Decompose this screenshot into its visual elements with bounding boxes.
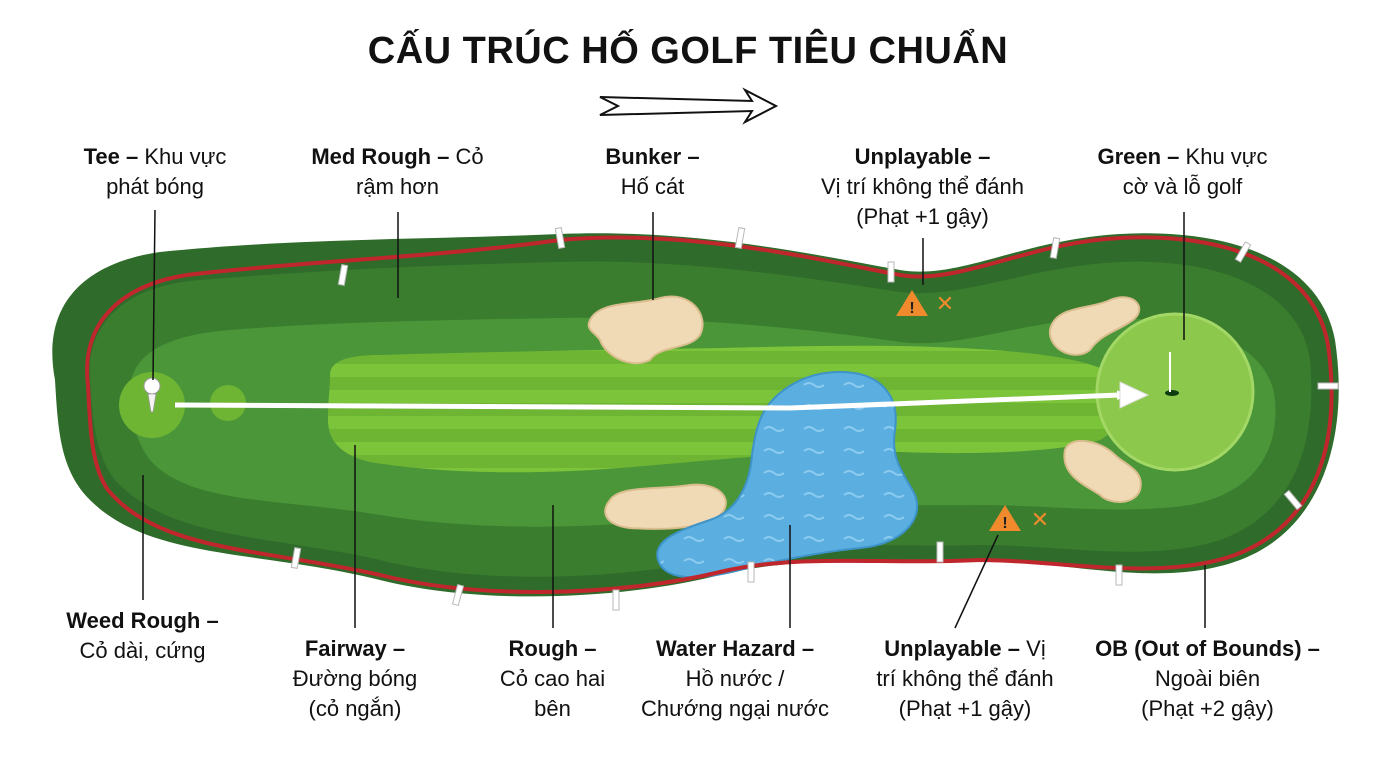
label-bunker: Bunker – Hố cát	[560, 142, 745, 202]
label-weed-rough-l2: Cỏ dài, cứng	[79, 638, 206, 663]
label-unplayable-bottom-l2: trí không thể đánh	[876, 666, 1054, 691]
bunker-green-top	[1048, 296, 1141, 356]
label-bunker-bold: Bunker –	[605, 144, 700, 169]
label-med-rough-l2: rậm hơn	[356, 174, 439, 199]
label-ob-bold: OB (Out of Bounds) –	[1095, 636, 1320, 661]
label-green-l2: cờ và lỗ golf	[1122, 174, 1243, 199]
svg-text:!: !	[909, 300, 914, 317]
label-unplayable-top-l3: (Phạt +1 gậy)	[856, 204, 989, 229]
shot-path-arrow	[174, 390, 1127, 411]
label-water-hazard: Water Hazard – Hồ nước / Chướng ngại nướ…	[615, 634, 855, 724]
label-ob: OB (Out of Bounds) – Ngoài biên (Phạt +2…	[1075, 634, 1340, 724]
tee-peg-icon	[147, 393, 157, 413]
label-fairway: Fairway – Đường bóng (cỏ ngắn)	[255, 634, 455, 724]
label-unplayable-bottom-bold: Unplayable –	[884, 636, 1021, 661]
label-unplayable-bottom-l3: (Phạt +1 gậy)	[898, 696, 1032, 721]
label-unplayable-top: Unplayable – Vị trí không thể đánh (Phạt…	[780, 142, 1065, 232]
leader-unplayable-bottom	[954, 534, 999, 629]
ob-stake	[451, 583, 465, 607]
label-unplayable-bottom-l1: Vị	[1026, 636, 1046, 661]
bunker-green-bottom	[1063, 439, 1142, 503]
label-unplayable-top-l2: Vị trí không thể đánh	[820, 174, 1025, 199]
ob-stake	[747, 561, 755, 583]
water-hazard-area	[656, 370, 919, 579]
bunker-top	[587, 295, 704, 365]
label-tee-l2: phát bóng	[106, 174, 204, 199]
ob-stake	[734, 227, 746, 249]
ob-boundary-line	[85, 235, 1334, 594]
label-water-hazard-l2: Hồ nước /	[685, 666, 785, 691]
label-weed-rough: Weed Rough – Cỏ dài, cứng	[30, 606, 255, 666]
ob-stake	[1283, 489, 1303, 511]
label-water-hazard-bold: Water Hazard –	[655, 636, 815, 661]
ob-stake	[290, 547, 302, 569]
label-weed-rough-bold: Weed Rough –	[66, 608, 219, 633]
label-med-rough: Med Rough – Cỏ rậm hơn	[280, 142, 515, 202]
golf-ball-icon	[143, 377, 161, 395]
label-rough-l3: bên	[534, 696, 571, 721]
label-med-rough-l1: Cỏ	[455, 144, 484, 169]
label-rough: Rough – Cỏ cao hai bên	[470, 634, 635, 724]
hole-icon	[1165, 390, 1179, 396]
leader-lines	[142, 209, 1206, 629]
warning-icon	[989, 505, 1021, 531]
label-med-rough-bold: Med Rough –	[311, 144, 450, 169]
label-green-l1: Khu vực	[1185, 144, 1268, 169]
ob-stake	[1317, 382, 1339, 390]
label-fairway-l3: (cỏ ngắn)	[308, 696, 402, 721]
label-green: Green – Khu vực cờ và lỗ golf	[1070, 142, 1295, 202]
ob-stake	[887, 261, 895, 283]
label-ob-l3: (Phạt +2 gậy)	[1141, 696, 1274, 721]
label-unplayable-top-bold: Unplayable –	[854, 144, 991, 169]
ob-stake	[612, 589, 620, 611]
warning-icon	[896, 290, 928, 316]
ob-stakes	[290, 227, 1339, 611]
page-title: CẤU TRÚC HỐ GOLF TIÊU CHUẨN	[367, 30, 1009, 72]
svg-text:!: !	[1002, 515, 1007, 532]
ob-stake	[1115, 564, 1123, 586]
label-green-bold: Green –	[1097, 144, 1180, 169]
label-tee: Tee – Khu vực phát bóng	[40, 142, 270, 202]
label-unplayable-bottom: Unplayable – Vị trí không thể đánh (Phạt…	[850, 634, 1080, 724]
ob-stake	[1234, 241, 1252, 263]
label-rough-bold: Rough –	[508, 636, 597, 661]
shot-arrowhead-icon	[1119, 381, 1150, 409]
label-ob-l2: Ngoài biên	[1154, 666, 1261, 691]
label-fairway-bold: Fairway –	[304, 636, 406, 661]
label-fairway-l2: Đường bóng	[292, 666, 418, 691]
leader-tee	[152, 209, 156, 381]
ob-stake	[337, 264, 349, 286]
ob-stake	[1049, 237, 1061, 259]
unplayable-top-marker: ! ✕	[896, 290, 954, 317]
cross-icon: ✕	[936, 291, 954, 316]
label-rough-l2: Cỏ cao hai	[499, 666, 606, 691]
cross-icon: ✕	[1031, 507, 1049, 532]
label-tee-bold: Tee –	[83, 144, 139, 169]
ob-stake	[936, 541, 944, 563]
label-bunker-l2: Hố cát	[620, 174, 685, 199]
ob-stake	[554, 227, 566, 249]
unplayable-bottom-marker: ! ✕	[989, 505, 1049, 532]
label-water-hazard-l3: Chướng ngại nước	[641, 696, 829, 721]
label-tee-l1: Khu vực	[144, 144, 227, 169]
direction-arrow-icon	[599, 87, 779, 125]
